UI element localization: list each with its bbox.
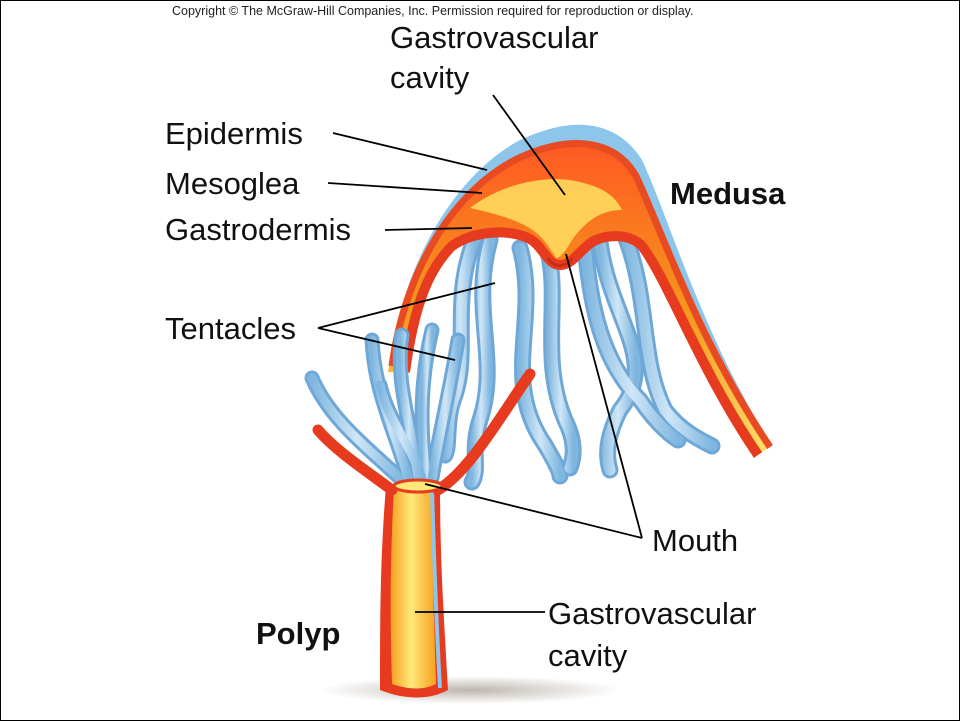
label-gastrovascular-cavity-bottom-line1: Gastrovascular: [548, 598, 756, 629]
leader-mesoglea: [328, 183, 482, 193]
label-gastrodermis: Gastrodermis: [165, 214, 351, 245]
leader-epidermis: [333, 133, 487, 170]
ground-shadow: [320, 676, 620, 704]
label-gastrovascular-cavity-bottom-line2: cavity: [548, 640, 627, 671]
label-tentacles: Tentacles: [165, 313, 296, 344]
label-gastrovascular-cavity-top-line1: Gastrovascular: [390, 22, 598, 53]
label-gastrovascular-cavity-top-line2: cavity: [390, 62, 469, 93]
label-polyp: Polyp: [256, 618, 340, 649]
label-mesoglea: Mesoglea: [165, 168, 299, 199]
label-mouth: Mouth: [652, 525, 738, 556]
polyp-figure: [312, 330, 530, 698]
label-medusa: Medusa: [670, 178, 785, 209]
copyright-notice: Copyright © The McGraw-Hill Companies, I…: [172, 5, 693, 18]
polyp-tentacles: [312, 330, 458, 480]
leader-mouth-polyp: [425, 484, 642, 538]
label-epidermis: Epidermis: [165, 118, 303, 149]
